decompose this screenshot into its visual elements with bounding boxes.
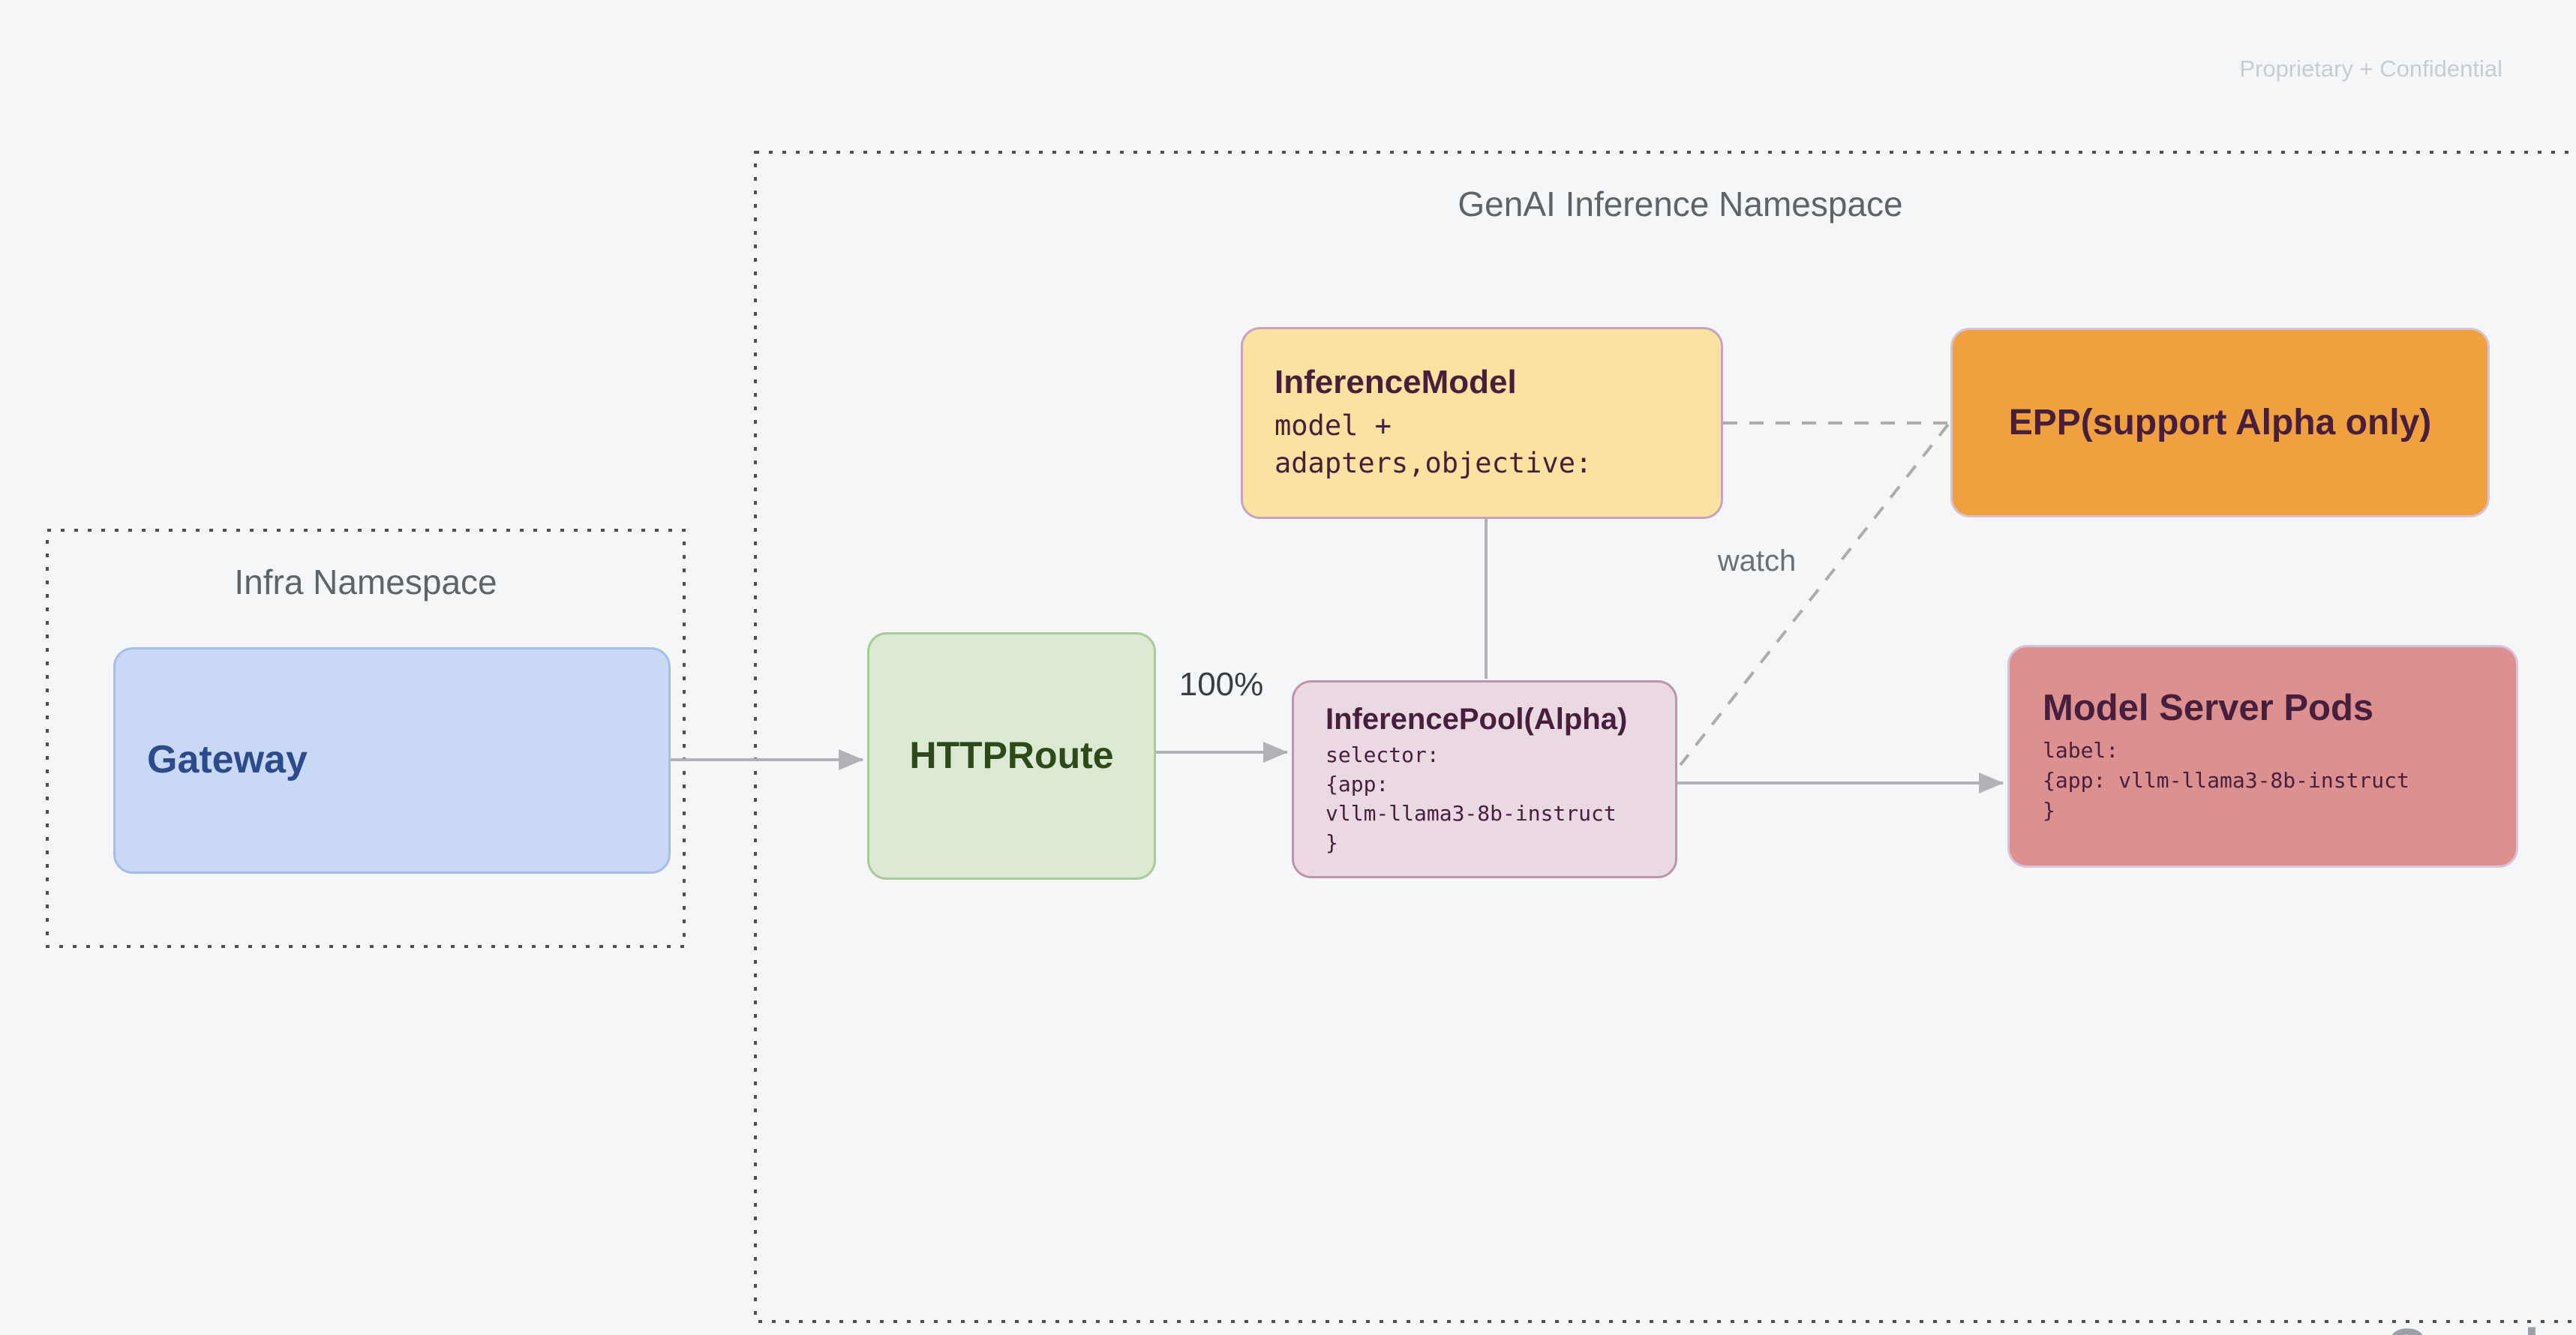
gateway-node: Gateway xyxy=(113,647,671,874)
model-server-pods-label: label: {app: vllm-llama3-8b-instruct } xyxy=(2043,737,2409,823)
watch-label: watch xyxy=(1717,544,1797,578)
epp-node: EPP(support Alpha only) xyxy=(1950,328,2490,518)
gateway-title: Gateway xyxy=(147,738,308,782)
model-server-pods-node: Model Server Pods label: {app: vllm-llam… xyxy=(2007,645,2518,868)
httproute-title: HTTPRoute xyxy=(909,734,1114,777)
httproute-node: HTTPRoute xyxy=(867,632,1156,880)
route-weight-label: 100% xyxy=(1178,666,1264,703)
inference-pool-title: InferencePool(Alpha) xyxy=(1326,702,1628,736)
google-logo: Google xyxy=(2386,1322,2568,1335)
dashed-line-epp-to-inference-pool xyxy=(1679,423,1950,766)
inference-model-spec: model + adapters,objective: xyxy=(1274,410,1593,480)
genai-namespace-title: GenAI Inference Namespace xyxy=(1458,184,1903,224)
inference-pool-node: InferencePool(Alpha) selector: {app: vll… xyxy=(1292,680,1677,878)
model-server-pods-title: Model Server Pods xyxy=(2043,688,2374,729)
infra-namespace-title: Infra Namespace xyxy=(234,562,497,602)
epp-title: EPP(support Alpha only) xyxy=(2008,402,2432,442)
inference-model-title: InferenceModel xyxy=(1274,363,1517,400)
confidential-label: Proprietary + Confidential xyxy=(2239,56,2502,82)
inference-pool-selector: selector: {app: vllm-llama3-8b-instruct … xyxy=(1326,742,1617,855)
inference-model-node: InferenceModel model + adapters,objectiv… xyxy=(1241,327,1723,519)
